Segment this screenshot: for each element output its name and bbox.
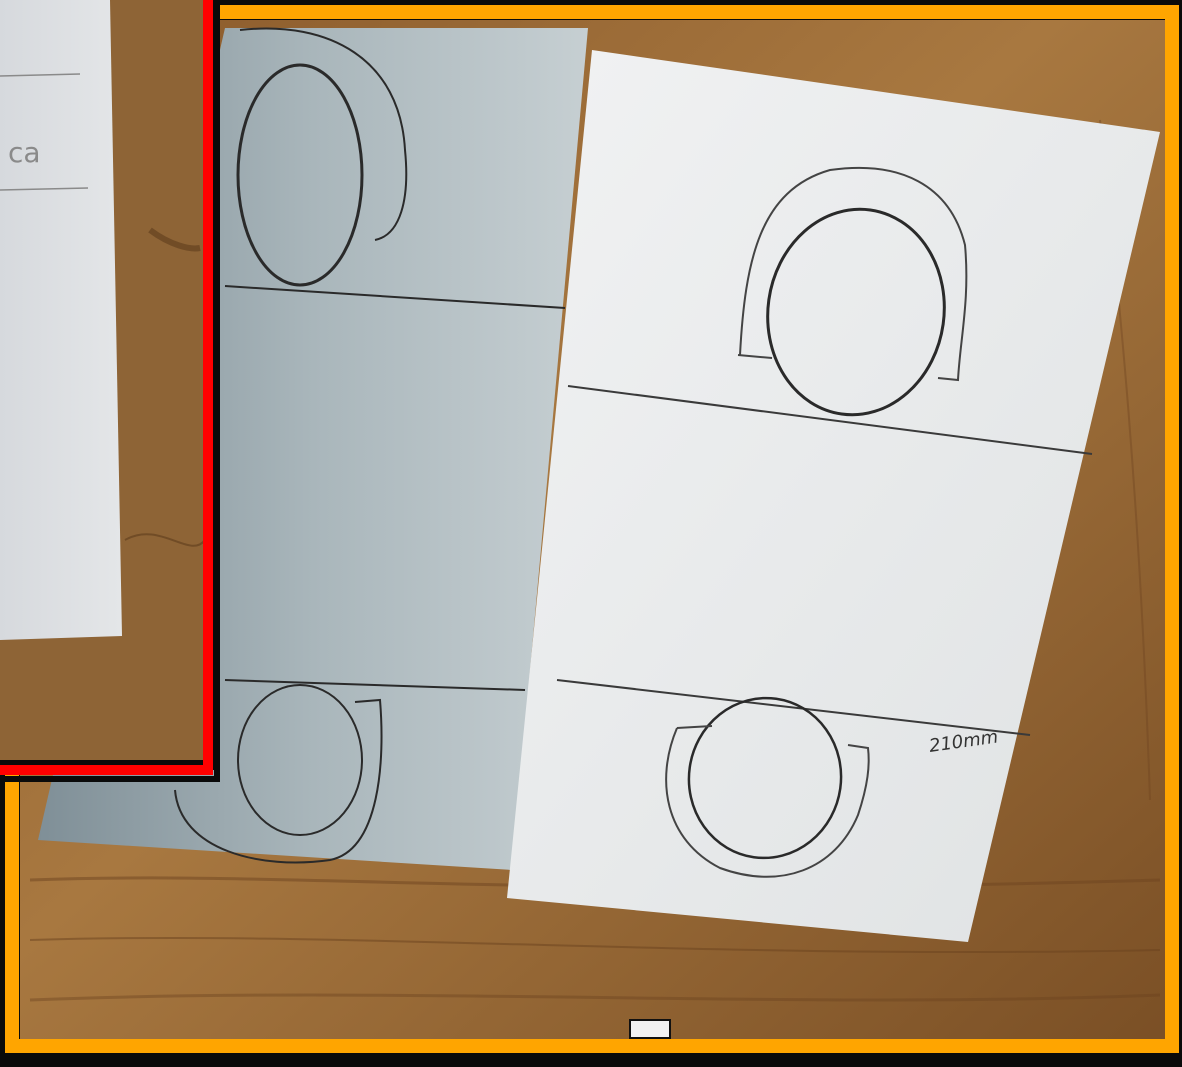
partial-handwritten-word: ca xyxy=(8,136,41,169)
left-inset-photo: ca xyxy=(0,0,217,779)
left-paper-sheet xyxy=(0,0,122,640)
paper-corner-peek xyxy=(630,1020,670,1038)
